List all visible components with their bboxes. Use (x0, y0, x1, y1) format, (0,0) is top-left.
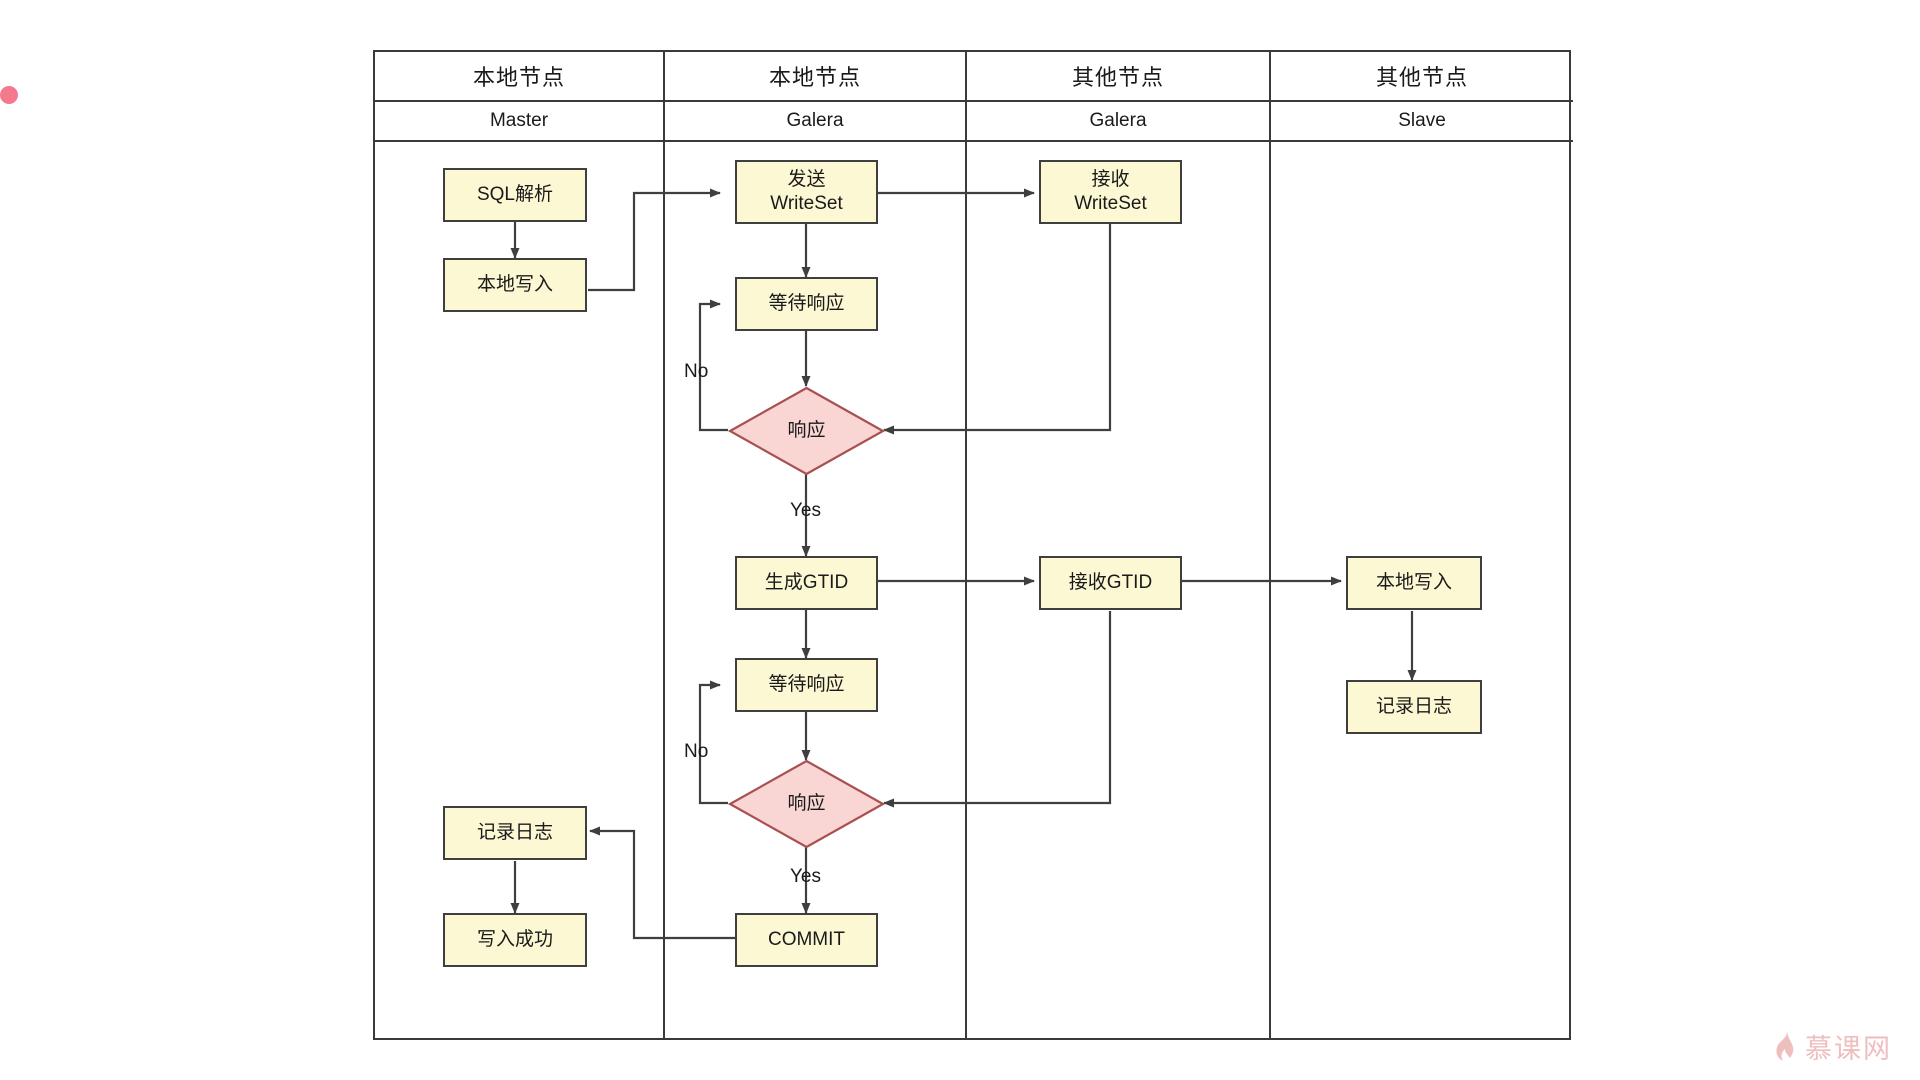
swimlane-slave: 其他节点 Slave (1271, 52, 1573, 1038)
swimlane-header-galera-local: 本地节点 (665, 52, 965, 102)
edge-label-yes-1: Yes (790, 500, 821, 521)
node-label: 本地写入 (476, 273, 553, 295)
node-local-write-master[interactable]: 本地写入 (443, 258, 587, 312)
node-wait-response-1[interactable]: 等待响应 (735, 277, 878, 331)
watermark-dot (0, 86, 18, 104)
node-log-record-master[interactable]: 记录日志 (443, 806, 587, 860)
node-label: 响应 (787, 792, 826, 814)
node-recv-writeset[interactable]: 接收 WriteSet (1039, 160, 1182, 224)
swimlane-subtitle: Galera (786, 110, 844, 131)
flame-icon (1776, 1030, 1794, 1061)
node-recv-gtid[interactable]: 接收GTID (1039, 556, 1182, 610)
node-response-decision-1[interactable]: 响应 (728, 386, 885, 476)
swimlane-title: 其他节点 (1071, 65, 1164, 90)
swimlane-subtitle: Master (489, 110, 549, 131)
node-label: 生成GTID (764, 571, 849, 593)
swimlane-subtitle: Galera (1089, 110, 1147, 131)
node-label: 等待响应 (768, 292, 845, 314)
node-write-success[interactable]: 写入成功 (443, 913, 587, 967)
swimlane-subtitle: Slave (1398, 110, 1446, 131)
node-wait-response-2[interactable]: 等待响应 (735, 658, 878, 712)
node-label: 等待响应 (768, 673, 845, 695)
swimlane-master: 本地节点 Master (375, 52, 665, 1038)
swimlane-subheader-galera-remote: Galera (967, 102, 1269, 142)
swimlane-subheader-slave: Slave (1271, 102, 1573, 142)
node-label: 接收 WriteSet (1074, 168, 1147, 214)
diamond-icon (728, 759, 885, 849)
swimlane-galera-remote: 其他节点 Galera (967, 52, 1271, 1038)
swimlane-header-slave: 其他节点 (1271, 52, 1573, 102)
node-label: 接收GTID (1068, 571, 1153, 593)
node-label: COMMIT (767, 928, 846, 950)
swimlane-header-master: 本地节点 (375, 52, 663, 102)
swimlane-title: 本地节点 (768, 65, 861, 90)
swimlane-frame: 本地节点 Master 本地节点 Galera 其他节点 Galera (373, 50, 1573, 1040)
node-send-writeset[interactable]: 发送 WriteSet (735, 160, 878, 224)
swimlane-title: 其他节点 (1375, 65, 1468, 90)
node-gen-gtid[interactable]: 生成GTID (735, 556, 878, 610)
node-label: 记录日志 (1375, 695, 1452, 717)
node-label: 本地写入 (1375, 571, 1452, 593)
node-label: SQL解析 (476, 183, 554, 205)
edge-label-no-1: No (684, 361, 709, 382)
node-log-record-slave[interactable]: 记录日志 (1346, 680, 1482, 734)
node-label: 记录日志 (476, 821, 553, 843)
swimlane-header-galera-remote: 其他节点 (967, 52, 1269, 102)
node-sql-parse[interactable]: SQL解析 (443, 168, 587, 222)
edge-label-no-2: No (684, 741, 709, 762)
node-response-decision-2[interactable]: 响应 (728, 759, 885, 849)
swimlane-galera-local: 本地节点 Galera (665, 52, 967, 1038)
edge-label-yes-2: Yes (790, 866, 821, 887)
node-label: 发送 WriteSet (770, 168, 843, 214)
swimlane-subheader-master: Master (375, 102, 663, 142)
node-local-write-slave[interactable]: 本地写入 (1346, 556, 1482, 610)
swimlane-title: 本地节点 (472, 65, 565, 90)
watermark-text: 慕课网 (1805, 1034, 1892, 1064)
swimlane-subheader-galera-local: Galera (665, 102, 965, 142)
diamond-icon (728, 386, 885, 476)
node-label: 写入成功 (476, 928, 553, 950)
watermark-logo: 慕课网 (1773, 1027, 1892, 1066)
node-label: 响应 (787, 419, 826, 441)
node-commit[interactable]: COMMIT (735, 913, 878, 967)
